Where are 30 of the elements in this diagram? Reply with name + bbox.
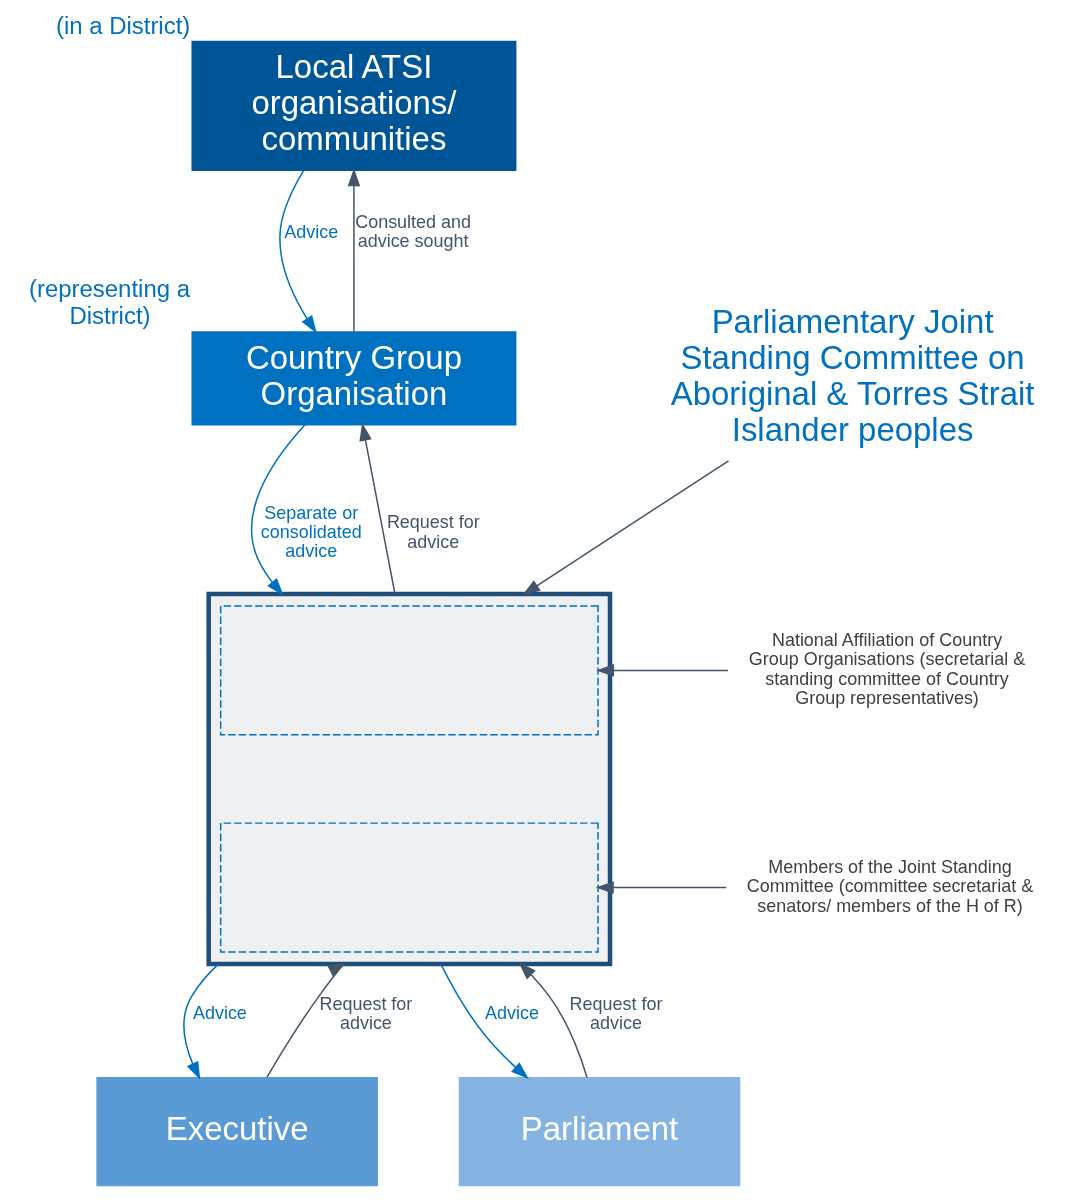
edge-label: Consulted and advice sought bbox=[355, 212, 471, 252]
node-label: (representing a District) bbox=[28, 275, 191, 330]
node-box bbox=[219, 822, 599, 953]
node-text: Members of the Joint Standing Committee (committee secretariat & senators/ members of the H of R) bbox=[746, 856, 1034, 916]
arrow bbox=[440, 963, 529, 1079]
arrow bbox=[518, 962, 588, 1079]
arrow bbox=[250, 424, 306, 596]
node-box: Parliament bbox=[458, 1076, 741, 1187]
arrow bbox=[595, 881, 728, 894]
edge-label: Request for advice bbox=[386, 512, 480, 552]
node-box: Local ATSI organisations/ communities bbox=[191, 40, 517, 171]
node-text: National Affiliation of Country Group Organisations (secretarial & standing committee of Country Group representatives) bbox=[748, 629, 1026, 709]
arrow bbox=[347, 168, 361, 333]
node-text: Parliamentary Joint Standing Committee on Aboriginal & Torres Strait Islander peoples bbox=[670, 302, 1035, 448]
edge-label: Request for advice bbox=[569, 993, 663, 1034]
arrow bbox=[596, 664, 729, 677]
arrow bbox=[266, 962, 347, 1078]
node-label: (in a District) bbox=[55, 11, 191, 39]
edge-label: Advice bbox=[192, 1003, 247, 1024]
edge-label: Request for advice bbox=[319, 993, 413, 1034]
node-box bbox=[219, 605, 599, 736]
arrow bbox=[279, 169, 317, 334]
arrow bbox=[359, 422, 396, 595]
edge-label: Advice bbox=[484, 1003, 539, 1024]
arrow bbox=[522, 460, 730, 596]
node-box: Country Group Organisation bbox=[191, 331, 517, 426]
arrow bbox=[183, 963, 220, 1080]
edge-label: Separate or consolidated advice bbox=[260, 502, 362, 562]
edge-label: Advice bbox=[284, 221, 339, 242]
node-box: Executive bbox=[96, 1076, 378, 1187]
